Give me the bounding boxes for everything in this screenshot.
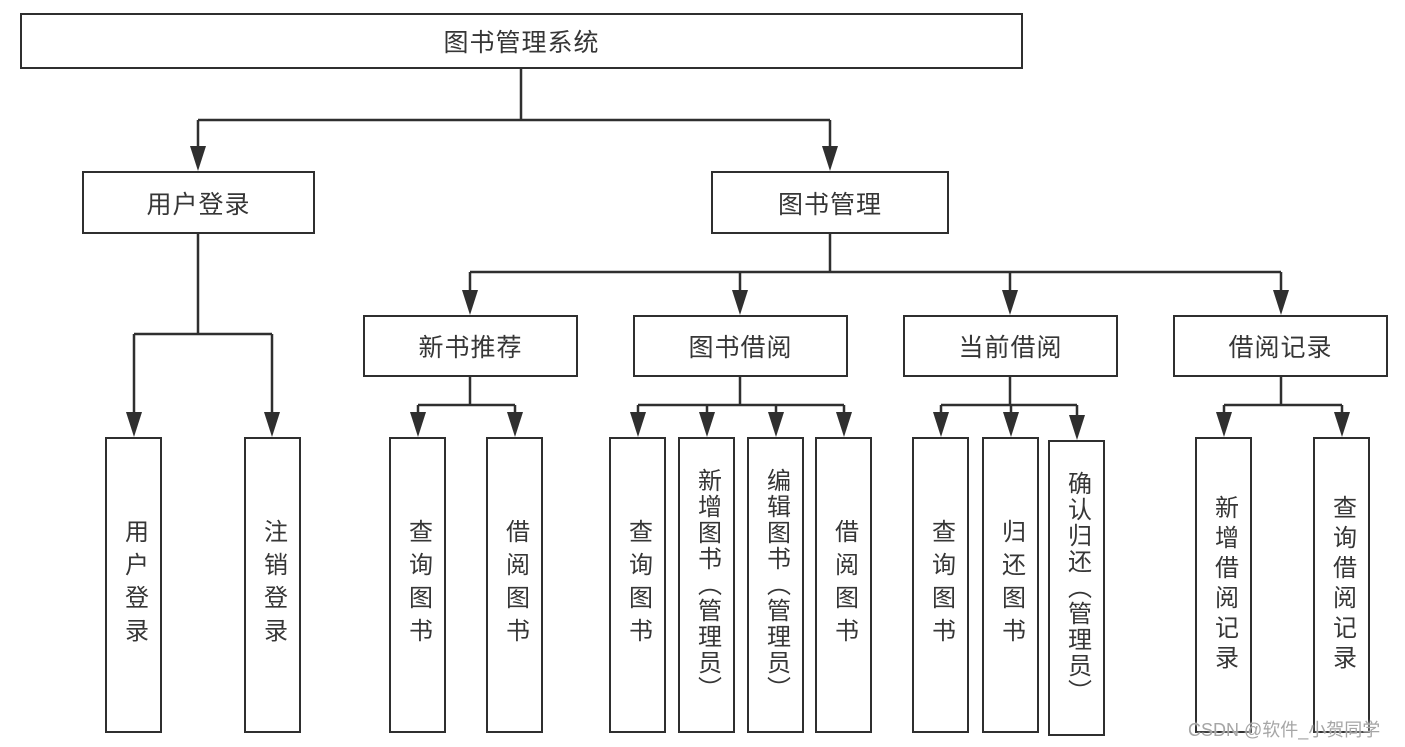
connector-path [196, 69, 832, 150]
leaf-current-return-books: 归还图书 [982, 437, 1039, 733]
leaf-label: 编辑图书（管理员） [762, 468, 790, 702]
node-label: 图书管理 [777, 190, 882, 219]
node-label: 图书管理系统 [443, 29, 600, 57]
arrowhead [462, 290, 478, 315]
leaf-current-confirm-return-admin: 确认归还（管理员） [1048, 440, 1105, 736]
leaf-label: 查询图书 [624, 519, 652, 651]
leaf-label: 借阅图书 [830, 519, 858, 651]
arrowhead [822, 146, 838, 171]
leaf-label: 查询图书 [927, 519, 955, 651]
arrowhead [836, 412, 852, 437]
leaf-borrow-add-books-admin: 新增图书（管理员） [678, 437, 735, 733]
arrowhead [699, 412, 715, 437]
node-user-login: 用户登录 [82, 171, 315, 234]
node-book-management: 图书管理 [711, 171, 949, 234]
leaf-logout: 注销登录 [244, 437, 301, 733]
arrowhead [1002, 290, 1018, 315]
node-label: 图书借阅 [688, 334, 793, 362]
connector-borrow-records-to-leaves [1216, 377, 1350, 437]
connector-path [132, 234, 274, 416]
connector-path [468, 234, 1283, 294]
csdn-watermark: CSDN @软件_小贺同学 [1188, 720, 1381, 740]
leaf-borrow-query-books: 查询图书 [609, 437, 666, 733]
connector-book-borrow-to-leaves [630, 377, 852, 437]
node-new-book-recommend: 新书推荐 [363, 315, 578, 377]
leaf-current-query-books: 查询图书 [912, 437, 969, 733]
leaf-borrow-edit-books-admin: 编辑图书（管理员） [747, 437, 804, 733]
leaf-label: 归还图书 [997, 519, 1025, 651]
connector-path [1222, 377, 1344, 416]
leaf-label: 新增借阅记录 [1210, 495, 1238, 675]
node-library-system: 图书管理系统 [20, 13, 1023, 69]
connector-user-login-to-leaves [126, 234, 280, 437]
leaf-label: 确认归还（管理员） [1063, 471, 1091, 705]
node-label: 当前借阅 [958, 334, 1063, 362]
arrowhead [732, 290, 748, 315]
connector-path [636, 377, 846, 416]
leaf-label: 查询借阅记录 [1328, 495, 1356, 675]
arrowhead [1003, 412, 1019, 437]
arrowhead [1273, 290, 1289, 315]
connector-current-borrow-to-leaves [933, 377, 1085, 440]
leaf-records-add-record: 新增借阅记录 [1195, 437, 1252, 733]
node-label: 用户登录 [146, 190, 251, 219]
arrowhead [264, 412, 280, 437]
node-borrow-records: 借阅记录 [1173, 315, 1388, 377]
node-label: 新书推荐 [418, 334, 523, 362]
leaf-label: 借阅图书 [501, 519, 529, 651]
connector-book-management-to-level3 [462, 234, 1289, 315]
leaf-records-query-record: 查询借阅记录 [1313, 437, 1370, 733]
node-label: 借阅记录 [1228, 334, 1333, 362]
arrowhead [933, 412, 949, 437]
arrowhead [1334, 412, 1350, 437]
leaf-borrow-borrow-books: 借阅图书 [815, 437, 872, 733]
leaf-label: 新增图书（管理员） [693, 468, 721, 702]
leaf-recommend-query-books: 查询图书 [389, 437, 446, 733]
arrowhead [1216, 412, 1232, 437]
leaf-label: 用户登录 [120, 519, 148, 651]
connector-path [939, 377, 1079, 418]
leaf-user-login: 用户登录 [105, 437, 162, 733]
node-current-borrow: 当前借阅 [903, 315, 1118, 377]
arrowhead [630, 412, 646, 437]
connector-path [416, 377, 517, 416]
arrowhead [410, 412, 426, 437]
connector-new-book-recommend-to-leaves [410, 377, 523, 437]
connector-root-to-level2 [190, 69, 838, 171]
leaf-label: 查询图书 [404, 519, 432, 651]
leaf-recommend-borrow-books: 借阅图书 [486, 437, 543, 733]
arrowhead [507, 412, 523, 437]
arrowhead [1069, 415, 1085, 440]
arrowhead [126, 412, 142, 437]
arrowhead [190, 146, 206, 171]
node-book-borrow: 图书借阅 [633, 315, 848, 377]
arrowhead [768, 412, 784, 437]
leaf-label: 注销登录 [259, 519, 287, 651]
